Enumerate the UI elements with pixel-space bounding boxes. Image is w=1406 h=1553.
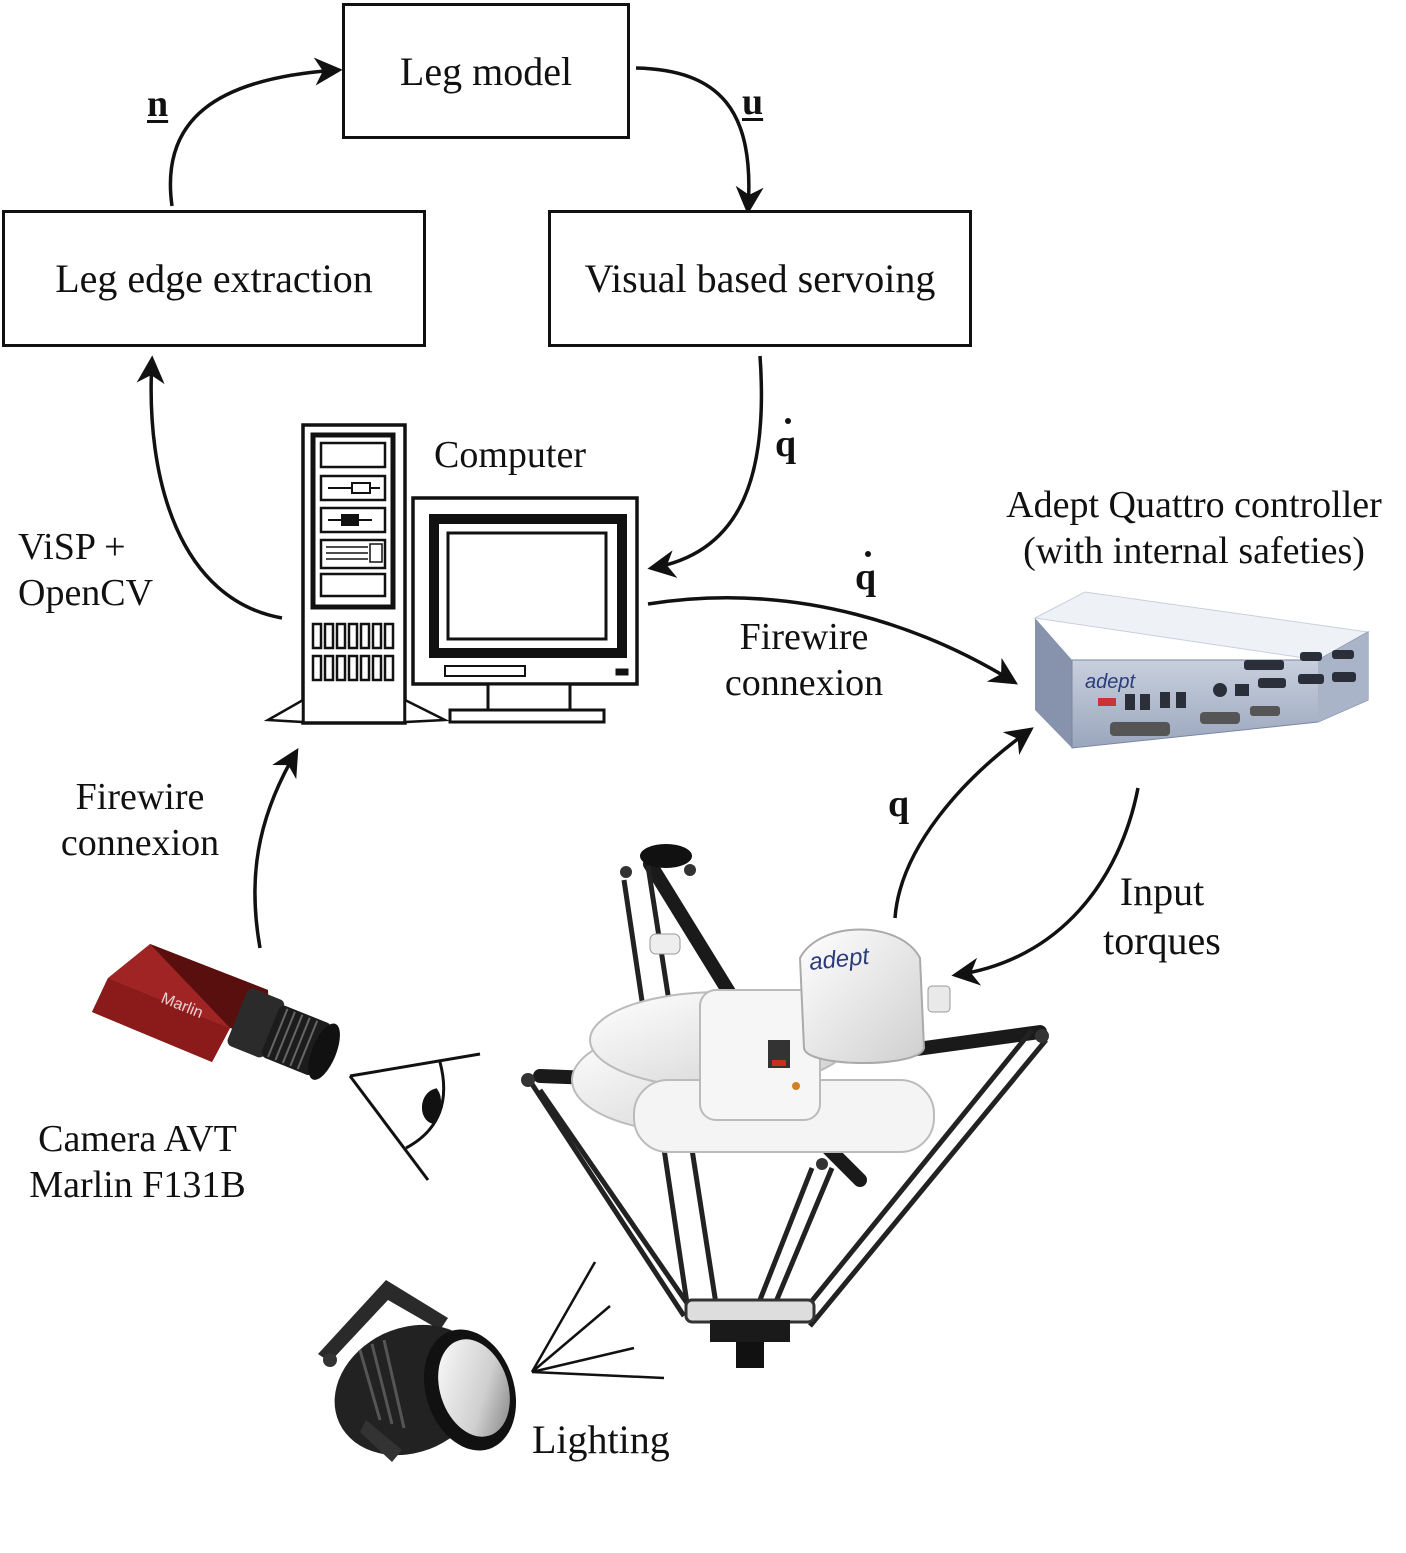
signal-qdot-servo: q bbox=[775, 423, 797, 465]
signal-n: n bbox=[147, 83, 169, 125]
camera-label: Camera AVT Marlin F131B bbox=[10, 1116, 265, 1209]
camera-icon: Marlin bbox=[92, 944, 340, 1080]
controller-line1: Adept Quattro controller bbox=[1006, 484, 1382, 526]
input-torques-line2: torques bbox=[1103, 917, 1221, 963]
visual-servoing-label: Visual based servoing bbox=[584, 256, 936, 301]
spotlight-icon bbox=[318, 1280, 517, 1462]
signal-q: q bbox=[888, 783, 910, 825]
leg-model-block: Leg model bbox=[342, 3, 630, 139]
firewire-left-label: Firewire connexion bbox=[50, 774, 230, 867]
leg-edge-extraction-label: Leg edge extraction bbox=[55, 256, 373, 301]
firewire-right-line2: connexion bbox=[724, 662, 884, 705]
input-torques-label: Input torques bbox=[1082, 868, 1242, 966]
lighting-label: Lighting bbox=[532, 1417, 670, 1462]
arrow-edge-to-model bbox=[168, 57, 343, 207]
firewire-right-label: Firewire connexion bbox=[714, 614, 894, 707]
arrow-robot-to-controller bbox=[893, 727, 1034, 919]
leg-model-label: Leg model bbox=[399, 48, 573, 94]
arrow-camera-to-computer bbox=[253, 747, 299, 949]
visp-line1: ViSP + bbox=[18, 526, 126, 568]
signal-qdot-firewire: q bbox=[855, 556, 877, 598]
computer-icon bbox=[263, 423, 639, 725]
field-of-view-icon bbox=[348, 1052, 481, 1181]
visp-opencv-label: ViSP + OpenCV bbox=[18, 524, 153, 617]
computer-label: Computer bbox=[434, 434, 586, 476]
firewire-left-line2: connexion bbox=[60, 822, 220, 865]
arrow-computer-to-edge bbox=[136, 355, 283, 620]
arrow-servoing-to-computer bbox=[647, 355, 764, 578]
flow-arrows bbox=[136, 57, 1140, 986]
light-rays bbox=[530, 1261, 665, 1380]
visual-servoing-block: Visual based servoing bbox=[548, 210, 972, 347]
arrow-controller-to-robot bbox=[951, 787, 1140, 986]
firewire-left-line1: Firewire bbox=[75, 776, 205, 818]
signal-u: u bbox=[742, 81, 764, 123]
robot-icon: adept bbox=[521, 844, 1049, 1368]
qdot-servo-dot bbox=[785, 418, 791, 424]
controller-icon: adept bbox=[1033, 591, 1370, 749]
camera-line1: Camera AVT bbox=[38, 1118, 237, 1160]
controller-brand-label: adept bbox=[1085, 671, 1136, 693]
leg-edge-extraction-block: Leg edge extraction bbox=[2, 210, 426, 347]
firewire-right-line1: Firewire bbox=[739, 616, 869, 658]
arrow-model-to-servoing bbox=[635, 66, 764, 215]
arrow-computer-to-controller bbox=[647, 596, 1018, 685]
visp-line2: OpenCV bbox=[18, 572, 154, 615]
robot-brand-label: adept bbox=[808, 943, 872, 976]
controller-label: Adept Quattro controller (with internal … bbox=[984, 482, 1404, 575]
qdot-firewire-dot bbox=[865, 551, 871, 557]
input-torques-line1: Input bbox=[1119, 869, 1205, 914]
camera-line2: Marlin F131B bbox=[29, 1164, 246, 1207]
controller-line2: (with internal safeties) bbox=[1023, 530, 1365, 573]
